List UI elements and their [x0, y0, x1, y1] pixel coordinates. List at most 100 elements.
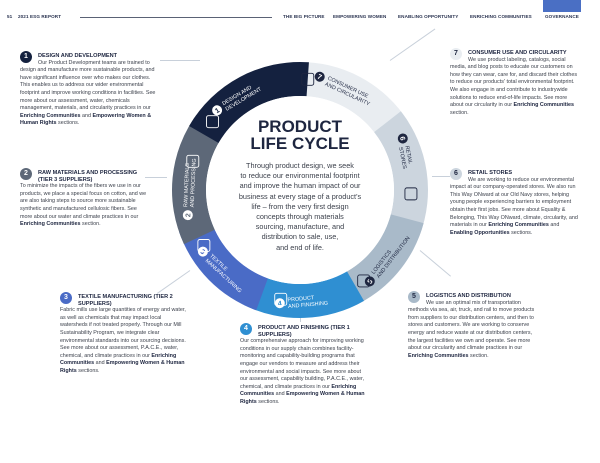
ring-label-text: STORES	[397, 147, 407, 170]
section-title: TEXTILE MANUFACTURING (TIER 2 SUPPLIERS)	[78, 294, 173, 307]
step-number-badge	[397, 133, 408, 144]
section-number-badge: 7	[450, 48, 462, 60]
center-text-line: concepts through materials	[256, 212, 344, 222]
ring-center	[206, 96, 394, 284]
report-title: 2021 ESG REPORT	[18, 14, 62, 19]
ring-segment-6	[374, 111, 428, 236]
section-body: To minimize the impacts of the fibers we…	[20, 183, 148, 229]
body-text: sections.	[256, 398, 280, 405]
section-4: 4 PRODUCT AND FINISHING (TIER 1 SUPPLIERS…	[240, 323, 370, 407]
body-text: and	[80, 112, 93, 119]
section-title: RETAIL STORES	[468, 170, 513, 176]
section-link[interactable]: Empowering Women & Human Rights	[60, 360, 185, 374]
center-text-line: to reduce our environmental footprint	[240, 171, 360, 181]
section-link[interactable]: Enabling Opportunities	[450, 229, 510, 236]
governance-active-tab[interactable]	[543, 0, 581, 12]
section-link[interactable]: Enriching Communities	[488, 222, 549, 229]
center-text-line: Through product design, we seek	[246, 161, 354, 170]
section-title: LOGISTICS AND DISTRIBUTION	[426, 293, 511, 299]
body-text: We are working to reduce our environment…	[450, 176, 578, 229]
cotton-icon	[186, 154, 200, 168]
nav-big-picture[interactable]: THE BIG PICTURE	[283, 14, 325, 19]
body-text: To minimize the impacts of the fibers we…	[20, 183, 147, 220]
bag-icon	[404, 187, 418, 201]
body-text: Our Product Development teams are traine…	[20, 59, 156, 112]
body-text: We use an optimal mix of transportation …	[408, 299, 535, 352]
ring-label-text: AND PROCESSING	[190, 158, 198, 207]
section-link[interactable]: Enriching Communities	[20, 221, 81, 228]
ring-segment-5	[338, 214, 424, 307]
connector	[145, 177, 167, 178]
body-text: We use product labeling, catalogs, socia…	[450, 56, 578, 109]
body-text: sections.	[56, 120, 80, 127]
section-title: CONSUMER USE AND CIRCULARITY	[468, 50, 567, 56]
section-link[interactable]: Empowering Women & Human Rights	[20, 112, 152, 127]
body-text: section.	[450, 109, 469, 116]
ring-segment-1	[189, 62, 309, 143]
section-number-badge: 4	[240, 323, 252, 335]
body-text: and	[94, 360, 107, 367]
step-number: 5	[367, 278, 375, 285]
ring-segment-7	[295, 61, 409, 141]
header-divider	[80, 17, 272, 18]
section-link[interactable]: Enriching Communities	[20, 112, 81, 119]
nav-enabling-opportunity[interactable]: ENABLING OPPORTUNITY	[398, 14, 459, 19]
recycle-icon	[301, 72, 315, 86]
connector	[432, 176, 450, 177]
ring-segment-4	[243, 271, 364, 318]
section-body: Our comprehensive approach for improving…	[240, 338, 370, 406]
center-text-line: sourcing, manufacture, and	[255, 222, 345, 232]
step-number-badge	[212, 105, 223, 116]
step-number: 7	[316, 74, 323, 82]
section-link[interactable]: Enriching Communities	[408, 352, 469, 359]
center-text-line: and improve the human impact of our	[239, 181, 361, 191]
body-text: section.	[80, 221, 101, 228]
connector	[160, 60, 200, 61]
section-title: RAW MATERIALS AND PROCESSING (TIER 3 SUP…	[38, 170, 138, 183]
section-body: We are working to reduce our environment…	[450, 177, 578, 238]
fabric-icon	[197, 239, 211, 252]
section-link[interactable]: Enriching Communities	[513, 102, 575, 109]
section-title: DESIGN AND DEVELOPMENT	[38, 53, 118, 59]
step-number-badge	[182, 210, 193, 221]
nav-enriching-communities[interactable]: ENRICHING COMMUNITIES	[470, 14, 532, 19]
body-text: and	[274, 391, 287, 398]
center-text-line: business at every stage of a product's	[238, 191, 362, 201]
ring-label-text: PRODUCT	[287, 295, 315, 303]
section-body: We use an optimal mix of transportation …	[408, 300, 536, 361]
center-title-2: LIFE CYCLE	[250, 134, 350, 153]
section-body: Our Product Development teams are traine…	[20, 60, 160, 128]
step-number: 2	[185, 213, 192, 217]
center-text-line: life – from the very first design	[251, 201, 349, 211]
body-text: section.	[468, 352, 489, 359]
section-link[interactable]: Empowering Women & Human Rights	[240, 391, 365, 405]
section-link[interactable]: Enriching Communities	[60, 352, 177, 367]
cart-icon	[357, 274, 371, 288]
center-title-1: PRODUCT	[257, 117, 343, 136]
section-number-badge: 5	[408, 291, 420, 303]
step-number: 3	[198, 248, 206, 256]
center-text-line: and end of life.	[276, 242, 324, 252]
step-number-badge	[314, 71, 325, 82]
section-body: Fabric mills use large quantities of ene…	[60, 307, 190, 375]
section-3: 3 TEXTILE MANUFACTURING (TIER 2 SUPPLIERS…	[60, 292, 190, 376]
body-text: Fabric mills use large quantities of ene…	[60, 307, 186, 359]
glove-icon	[274, 292, 288, 306]
section-number-badge: 3	[60, 292, 72, 304]
nav-empowering-women[interactable]: EMPOWERING WOMEN	[333, 14, 387, 19]
body-text: Our comprehensive approach for improving…	[240, 338, 364, 390]
nav-governance[interactable]: GOVERNANCE	[545, 14, 579, 19]
section-body: We use product labeling, catalogs, socia…	[450, 57, 578, 118]
section-title: PRODUCT AND FINISHING (TIER 1 SUPPLIERS)	[258, 325, 350, 338]
ring-segment-3	[178, 220, 268, 311]
body-text: sections.	[76, 367, 100, 374]
section-link[interactable]: Enriching Communities	[240, 383, 357, 398]
body-text: and	[548, 222, 560, 229]
